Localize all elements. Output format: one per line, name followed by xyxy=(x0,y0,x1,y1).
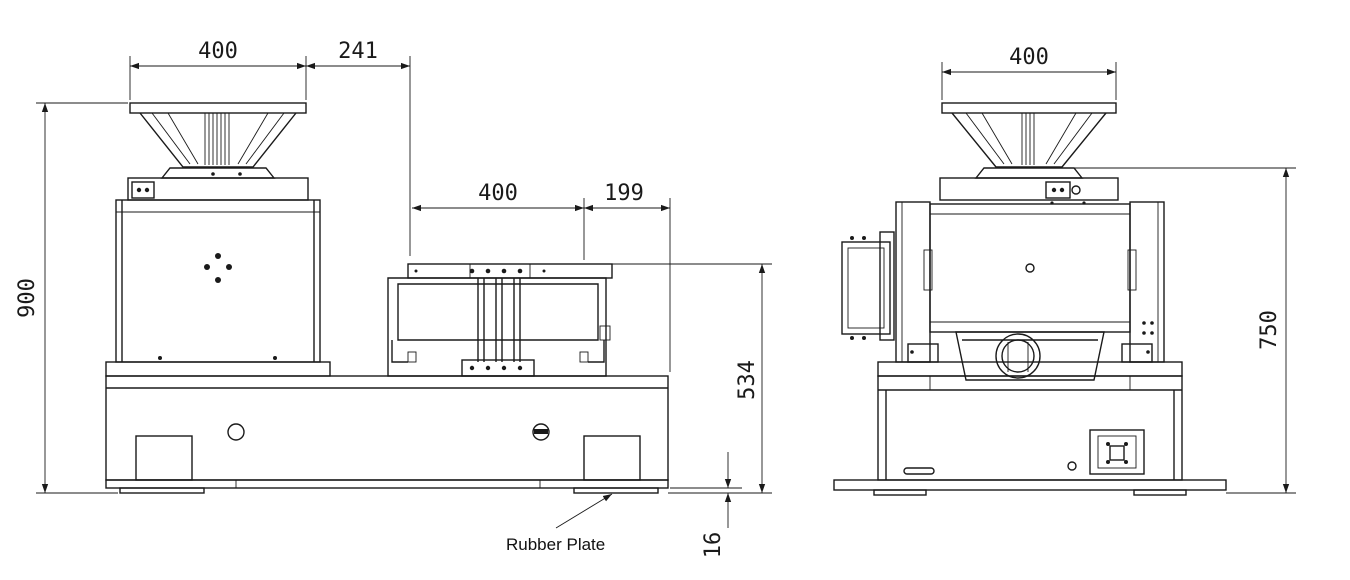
side-base xyxy=(833,375,1227,496)
dim-side-height: 750 xyxy=(1064,167,1296,494)
side-junction-box xyxy=(841,231,895,341)
dim-text: 400 xyxy=(198,39,238,64)
dim-text: 16 xyxy=(701,532,726,559)
front-shaker-body xyxy=(105,199,331,377)
dim-slip-table-width: 400 xyxy=(412,181,585,260)
dim-text: 750 xyxy=(1257,310,1282,350)
side-shaker-head xyxy=(939,102,1119,205)
front-base xyxy=(105,375,669,494)
dim-front-top-width: 400 xyxy=(129,39,307,100)
dim-front-offset: 241 xyxy=(306,39,411,256)
front-shaker-head xyxy=(127,102,309,201)
dim-rubber-thickness: 16 xyxy=(670,452,742,558)
dim-side-top-width: 400 xyxy=(941,45,1117,100)
side-lower-section xyxy=(877,331,1183,390)
dim-slip-table-offset: 199 xyxy=(584,181,671,372)
rubber-plate-callout: Rubber Plate xyxy=(506,493,613,554)
dim-text: 534 xyxy=(735,360,760,400)
front-slip-table xyxy=(387,263,613,377)
dim-text: 241 xyxy=(338,39,378,64)
dim-slip-table-height: 534 xyxy=(612,263,772,494)
side-view: 400 750 xyxy=(833,45,1296,496)
dim-text: 199 xyxy=(604,181,644,206)
dim-text: 400 xyxy=(478,181,518,206)
dim-front-total-height: 900 xyxy=(15,102,128,494)
rubber-plate-label: Rubber Plate xyxy=(506,535,605,554)
dim-text: 900 xyxy=(15,278,40,318)
dim-text: 400 xyxy=(1009,45,1049,70)
front-view: 400 241 900 400 199 534 xyxy=(15,39,772,558)
